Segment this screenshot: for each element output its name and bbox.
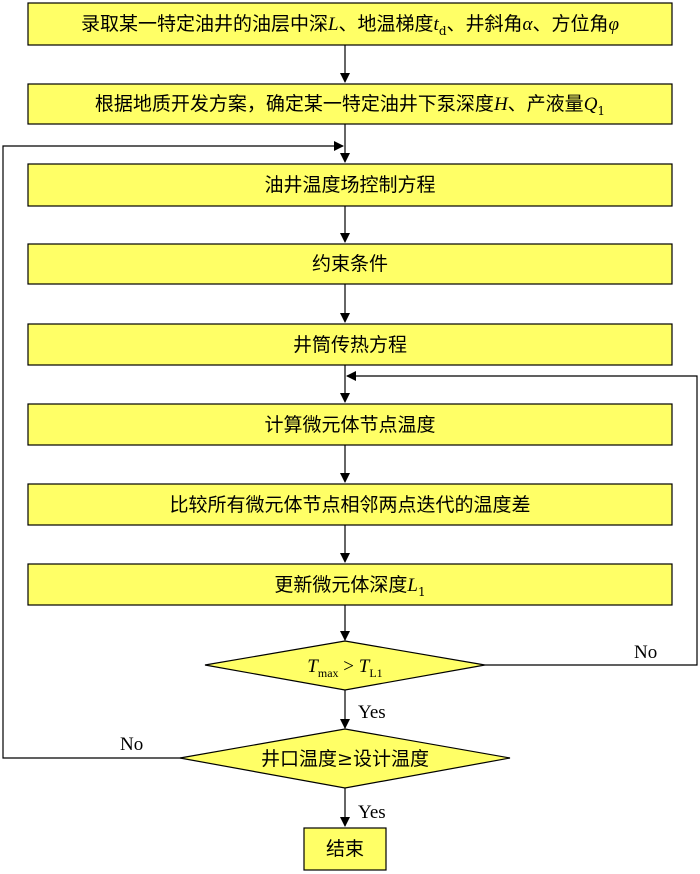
svg-text:约束条件: 约束条件 xyxy=(312,253,388,275)
step-box-7: 比较所有微元体节点相邻两点迭代的温度差 xyxy=(27,483,673,526)
step-box-8: 更新微元体深度L1 xyxy=(27,563,673,606)
svg-text:结束: 结束 xyxy=(326,838,364,860)
step-box-6: 计算微元体节点温度 xyxy=(27,403,673,446)
math-fragment: 1 xyxy=(418,585,426,599)
math-fragment: d xyxy=(439,24,447,38)
math-fragment: L xyxy=(406,575,418,596)
math-fragment: Q xyxy=(584,94,598,115)
label-yes-1: Yes xyxy=(358,702,386,723)
svg-text:油井温度场控制方程: 油井温度场控制方程 xyxy=(264,174,435,196)
math-fragment: 、方位角 xyxy=(533,13,609,35)
step-box-2: 根据地质开发方案，确定某一特定油井下泵深度H、产液量Q1 xyxy=(27,83,673,125)
end-box: 结束 xyxy=(303,827,387,871)
loop-no-2 xyxy=(2,141,344,759)
label-no-2: No xyxy=(120,734,143,755)
label-yes-2: Yes xyxy=(358,802,386,823)
decision-tmax: Tmax > TL1 xyxy=(204,640,486,691)
svg-text:根据地质开发方案，确定某一特定油井下泵深度H、产液量Q1: 根据地质开发方案，确定某一特定油井下泵深度H、产液量Q1 xyxy=(95,93,605,118)
math-fragment: H xyxy=(493,94,509,115)
math-fragment: L xyxy=(327,14,339,35)
label-no-1: No xyxy=(634,642,657,663)
math-fragment: φ xyxy=(609,14,620,35)
math-fragment: 、地温梯度 xyxy=(339,13,434,35)
step-box-3: 油井温度场控制方程 xyxy=(27,163,673,207)
svg-text:井筒传热方程: 井筒传热方程 xyxy=(293,334,407,356)
step-box-5: 井筒传热方程 xyxy=(27,323,673,366)
svg-text:计算微元体节点温度: 计算微元体节点温度 xyxy=(264,414,435,436)
math-fragment: t xyxy=(434,14,440,35)
math-fragment: 、产液量 xyxy=(508,93,584,115)
math-fragment: 1 xyxy=(597,104,605,118)
svg-text:更新微元体深度L1: 更新微元体深度L1 xyxy=(274,574,425,599)
svg-text:比较所有微元体节点相邻两点迭代的温度差: 比较所有微元体节点相邻两点迭代的温度差 xyxy=(169,494,530,516)
math-fragment: 、井斜角 xyxy=(447,13,523,35)
decision-wellhead-temp: 井口温度≥设计温度 xyxy=(179,728,511,789)
svg-text:井口温度≥设计温度: 井口温度≥设计温度 xyxy=(261,748,429,770)
math-fragment: α xyxy=(523,14,534,35)
svg-text:录取某一特定油井的油层中深L、地温梯度td、井斜角α、方位角: 录取某一特定油井的油层中深L、地温梯度td、井斜角α、方位角φ xyxy=(81,13,619,38)
loop-no-1 xyxy=(346,371,698,666)
step-box-1: 录取某一特定油井的油层中深L、地温梯度td、井斜角α、方位角φ xyxy=(27,2,673,46)
svg-text:Tmax > TL1: Tmax > TL1 xyxy=(307,656,382,680)
step-box-4: 约束条件 xyxy=(27,243,673,285)
